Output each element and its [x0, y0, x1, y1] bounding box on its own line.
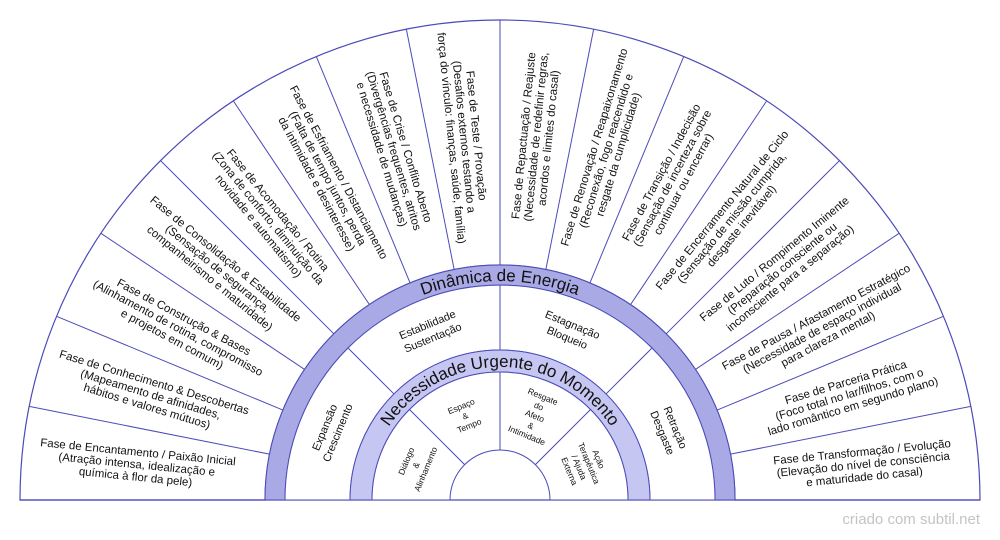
- outer-divider: [29, 405, 270, 455]
- outer-divider: [730, 405, 971, 455]
- outer-divider: [232, 100, 370, 305]
- outer-divider: [695, 232, 900, 370]
- outer-divider: [665, 160, 840, 335]
- outer-divider: [315, 56, 411, 284]
- outer-phase-ring: Fase de Encantamento / Paixão Inicial(At…: [19, 19, 981, 501]
- credit-footer: criado com subtil.net: [842, 511, 980, 528]
- outer-divider: [545, 29, 595, 270]
- energy-dynamics-ring: Dinâmica de EnergiaExpansãoCrescimentoEs…: [264, 264, 736, 501]
- outer-divider: [716, 315, 944, 411]
- energy-divider: [605, 347, 653, 395]
- need-divider: [409, 409, 465, 465]
- energy-divider: [347, 347, 395, 395]
- outer-divider: [589, 56, 685, 284]
- outer-divider: [630, 100, 768, 305]
- outer-divider: [160, 160, 335, 335]
- outer-divider: [100, 232, 305, 370]
- phase-sector-label: Fase de Encantamento / Paixão Inicial(At…: [37, 437, 236, 493]
- outer-divider: [56, 315, 284, 411]
- outer-divider: [405, 29, 455, 270]
- need-divider: [535, 409, 591, 465]
- urgent-need-ring: Necessidade Urgente do MomentoDiálogo&Al…: [349, 349, 651, 501]
